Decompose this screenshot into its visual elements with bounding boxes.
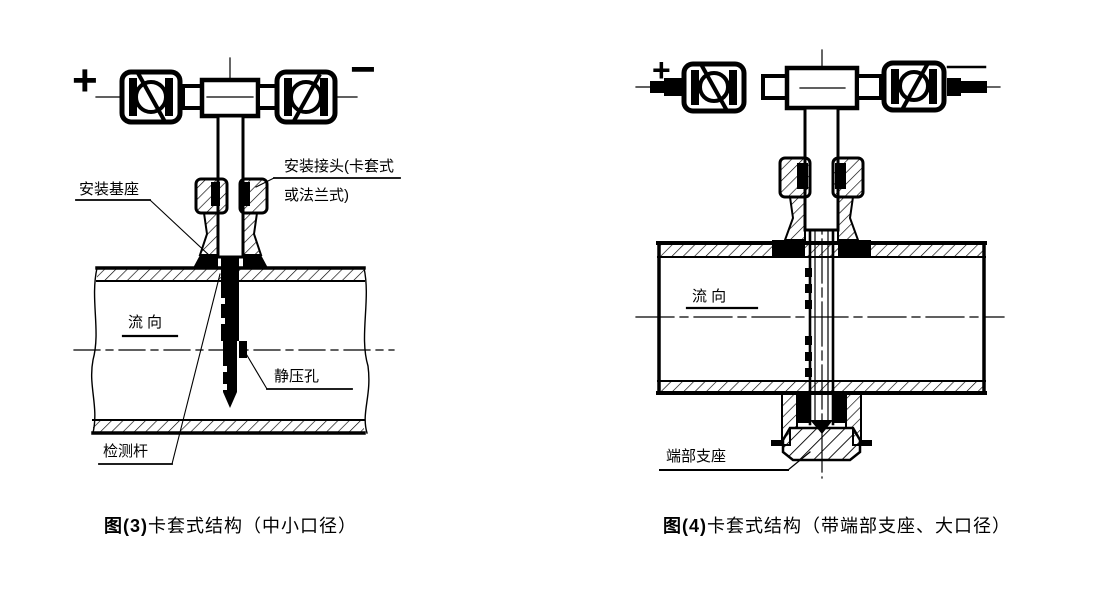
figure4-caption: 图(4)卡套式结构（带端部支座、大口径）	[663, 512, 1011, 538]
label-end-support: 端部支座	[666, 448, 726, 465]
label-flow-direction: 流向	[128, 314, 166, 331]
right-valve-icon	[274, 69, 338, 125]
label-flow-direction: 流 向	[692, 288, 726, 305]
right-valve-icon	[881, 60, 947, 113]
left-coupling	[181, 84, 204, 110]
fig4-valve-manifold	[681, 60, 947, 114]
minus-sign: −	[350, 45, 376, 94]
label-connector-line1: 安装接头(卡套式	[284, 158, 394, 175]
fig4-impulse-stubs	[650, 65, 987, 96]
right-coupling	[855, 74, 883, 100]
fig3-probe	[221, 256, 247, 408]
left-valve-icon	[119, 69, 183, 125]
right-coupling	[256, 84, 279, 110]
label-connector-line2: 或法兰式)	[284, 187, 349, 204]
plus-sign: +	[72, 56, 98, 105]
fig4-pipe	[656, 241, 987, 395]
fig4-annotations	[659, 306, 811, 471]
left-valve-icon	[681, 61, 747, 114]
label-mount-base: 安装基座	[79, 181, 139, 198]
figure3-caption-text: 卡套式结构（中小口径）	[148, 516, 357, 536]
figure4-caption-text: 卡套式结构（带端部支座、大口径）	[707, 516, 1011, 536]
label-detection-rod: 检测杆	[103, 443, 148, 460]
figure3-drawing: + −	[72, 45, 401, 465]
fig3-annotations	[75, 177, 401, 465]
label-static-pressure-hole: 静压孔	[274, 368, 319, 385]
figure4-drawing: +	[635, 49, 1005, 479]
fig4-probe	[805, 228, 835, 426]
center-block	[784, 65, 860, 111]
figure3-caption-number: 图(3)	[104, 516, 148, 536]
fig3-fitting	[193, 177, 269, 268]
figure3-caption: 图(3)卡套式结构（中小口径）	[104, 512, 357, 538]
fig4-end-support	[771, 392, 872, 462]
left-coupling	[761, 74, 789, 100]
figure4-caption-number: 图(4)	[663, 516, 707, 536]
center-block	[199, 77, 261, 119]
fig3-valve-manifold	[119, 69, 338, 125]
